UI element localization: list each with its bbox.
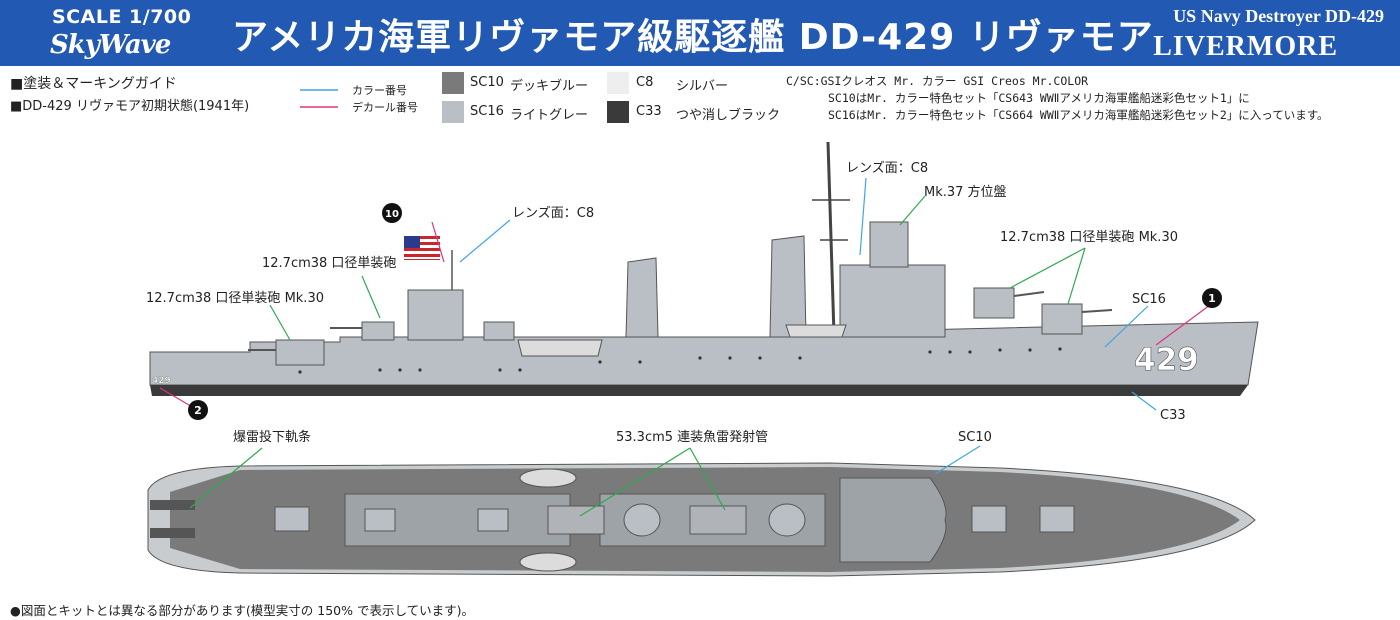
mk37-director	[869, 221, 909, 268]
gun-top-5	[274, 506, 310, 532]
svg-text:2: 2	[194, 404, 202, 417]
gun-mount-1	[1041, 303, 1083, 335]
callout-depth-rack: 爆雷投下軌条	[233, 429, 311, 445]
svg-text:10: 10	[385, 209, 399, 220]
english-subtitle: US Navy Destroyer DD-429	[1173, 6, 1384, 26]
torpedo-tubes-fwd	[689, 505, 747, 535]
aft-funnel	[625, 257, 659, 338]
main-mast	[826, 141, 836, 336]
bow-hull-number: 429	[1134, 342, 1199, 378]
swatch-sc16	[442, 101, 464, 123]
callout-gun-single: 12.7cm38 口径単装砲	[262, 255, 396, 271]
gun-mount-4	[361, 321, 395, 341]
brand-logo: SkyWave	[50, 30, 171, 60]
gun-mount-5	[275, 339, 325, 366]
callout-lens-fwd: レンズ面：C8	[512, 205, 594, 221]
callout-gun-mk30-fwd: 12.7cm38 口径単装砲 Mk.30	[146, 290, 324, 306]
boat-aft	[517, 339, 603, 357]
callout-torpedo: 53.3cm5 連装魚雷発射管	[616, 429, 768, 445]
fwd-funnel	[769, 235, 807, 338]
decal-marker-10: 10	[382, 203, 402, 223]
page-title: アメリカ海軍リヴァモア級駆逐艦 DD-429 リヴァモア	[232, 17, 1154, 58]
svg-text:1: 1	[1208, 292, 1216, 305]
scale-label: SCALE 1/700	[52, 6, 192, 28]
fwd-funnel-top	[768, 503, 806, 537]
callout-gun-mk30-aft: 12.7cm38 口径単装砲 Mk.30	[1000, 229, 1178, 245]
aft-deckhouse	[407, 289, 464, 341]
note-line-1: C/SC:GSIクレオス Mr. カラー GSI Creos Mr.COLOR	[786, 74, 1089, 88]
callout-sc16: SC16	[1132, 292, 1166, 307]
us-flag-icon	[404, 236, 440, 260]
gun-top-4	[364, 508, 396, 532]
callout-mk37: Mk.37 方位盤	[924, 184, 1007, 200]
boat-top-upper	[519, 468, 577, 488]
decal-marker-2: 2	[188, 400, 208, 420]
bridge-superstructure	[839, 264, 946, 338]
color-c8-code: C8	[636, 75, 654, 90]
swatch-c33	[607, 101, 629, 123]
callout-sc10: SC10	[958, 430, 992, 445]
guide-heading: ■塗装＆マーキングガイド	[10, 76, 177, 92]
gun-top-3	[477, 508, 509, 532]
portholes	[298, 347, 1062, 374]
boat-fwd	[785, 324, 847, 338]
color-sc16-code: SC16	[470, 104, 504, 119]
stern-hull-number: 429	[152, 376, 171, 386]
callout-lines	[159, 177, 1211, 517]
swatch-c8	[607, 72, 629, 94]
top-view	[147, 462, 1256, 577]
legend-decal-number: デカール番号	[352, 101, 418, 114]
decal-marker-1: 1	[1202, 288, 1222, 308]
swatch-sc10	[442, 72, 464, 94]
note-line-3: SC16はMr. カラー特色セット「CS664 WWⅡアメリカ海軍艦船迷彩色セッ…	[828, 108, 1329, 122]
english-ship-name: LIVERMORE	[1153, 31, 1338, 62]
gun-mount-3	[483, 321, 515, 341]
depth-charge-rack-upper	[150, 500, 195, 510]
gun-top-2	[971, 505, 1007, 533]
footer-note: ●図面とキットとは異なる部分があります(模型実寸の 150% で表示しています)…	[10, 603, 474, 618]
boot-topping	[150, 385, 1248, 396]
color-c33-code: C33	[636, 104, 662, 119]
callout-c33: C33	[1160, 408, 1186, 423]
color-c8-name: シルバー	[676, 79, 729, 94]
header-banner: SCALE 1/700 SkyWave アメリカ海軍リヴァモア級駆逐艦 DD-4…	[0, 0, 1400, 66]
torpedo-tubes-aft	[547, 505, 605, 535]
note-line-2: SC10はMr. カラー特色セット「CS643 WWⅡアメリカ海軍艦船迷彩色セッ…	[828, 91, 1250, 105]
gun-mount-2	[973, 287, 1015, 319]
boat-top-lower	[519, 552, 577, 572]
guide-subheading: ■DD-429 リヴァモア初期状態(1941年)	[10, 99, 250, 114]
color-c33-name: つや消しブラック	[676, 108, 781, 123]
bridge-top	[839, 477, 947, 563]
legend-color-number: カラー番号	[352, 84, 407, 97]
color-sc10-name: デッキブルー	[510, 79, 589, 94]
side-profile: 429 429	[149, 141, 1259, 396]
callout-lens-aft: レンズ面：C8	[846, 160, 928, 176]
color-sc10-code: SC10	[470, 75, 504, 90]
depth-charge-rack-lower	[150, 528, 195, 538]
color-sc16-name: ライトグレー	[510, 108, 589, 123]
paint-notes: C/SC:GSIクレオス Mr. カラー GSI Creos Mr.COLOR …	[786, 73, 1329, 124]
aft-funnel-top	[623, 503, 661, 537]
gun-top-1	[1039, 505, 1075, 533]
